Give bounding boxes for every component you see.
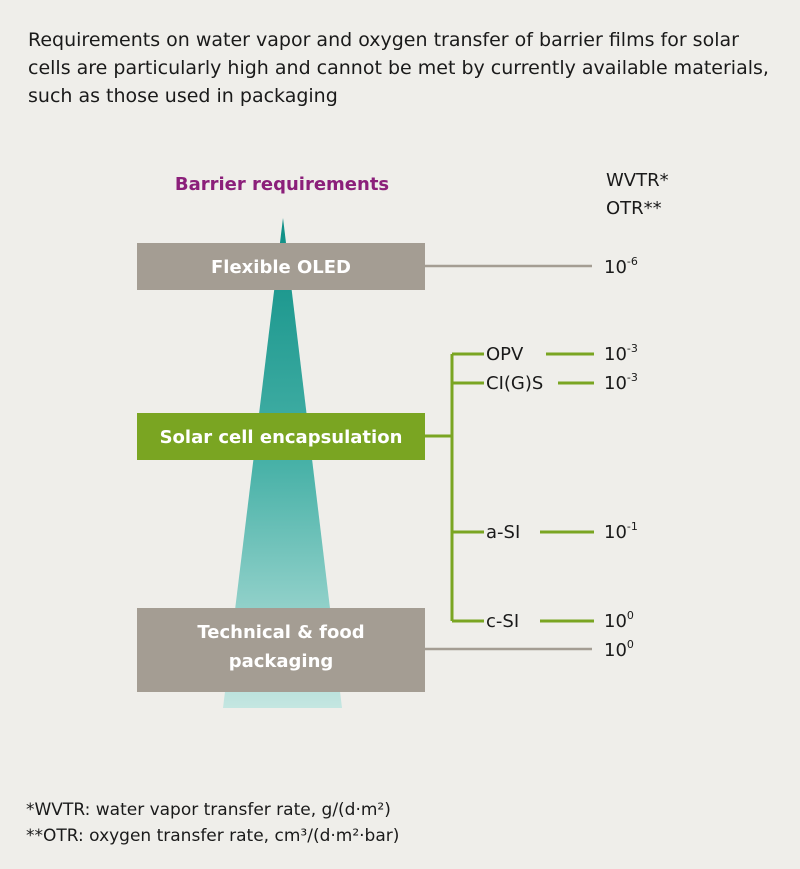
intro-text: Requirements on water vapor and oxygen t… bbox=[28, 29, 769, 107]
flexible-oled-label: Flexible OLED bbox=[211, 257, 351, 278]
packaging-box bbox=[137, 608, 425, 692]
flexible-oled-box bbox=[137, 243, 425, 290]
branch-label-opv: OPV bbox=[486, 344, 524, 365]
branch-label-csi: c-SI bbox=[486, 611, 519, 632]
branch-label-asi: a-SI bbox=[486, 522, 520, 543]
footnote-otr: **OTR: oxygen transfer rate, cm³/(d·m²·b… bbox=[26, 826, 400, 846]
value-packaging: 100 bbox=[604, 638, 634, 661]
otr-header: OTR** bbox=[606, 198, 662, 219]
value-asi: 10-1 bbox=[604, 520, 638, 543]
footnote-wvtr: *WVTR: water vapor transfer rate, g/(d·m… bbox=[26, 800, 391, 820]
barrier-requirements-label: Barrier requirements bbox=[175, 174, 389, 195]
barrier-wedge bbox=[223, 218, 342, 708]
solar-cell-box bbox=[137, 413, 425, 460]
packaging-label-line1: Technical & food bbox=[197, 622, 364, 643]
value-opv: 10-3 bbox=[604, 342, 638, 365]
wvtr-header: WVTR* bbox=[606, 170, 669, 191]
value-oled: 10-6 bbox=[604, 255, 638, 278]
footnotes: *WVTR: water vapor transfer rate, g/(d·m… bbox=[26, 797, 399, 849]
branch-label-cigs: CI(G)S bbox=[486, 373, 543, 394]
value-csi: 100 bbox=[604, 609, 634, 632]
solar-cell-label: Solar cell encapsulation bbox=[160, 427, 403, 448]
packaging-label-line2: packaging bbox=[229, 651, 334, 672]
value-cigs: 10-3 bbox=[604, 371, 638, 394]
